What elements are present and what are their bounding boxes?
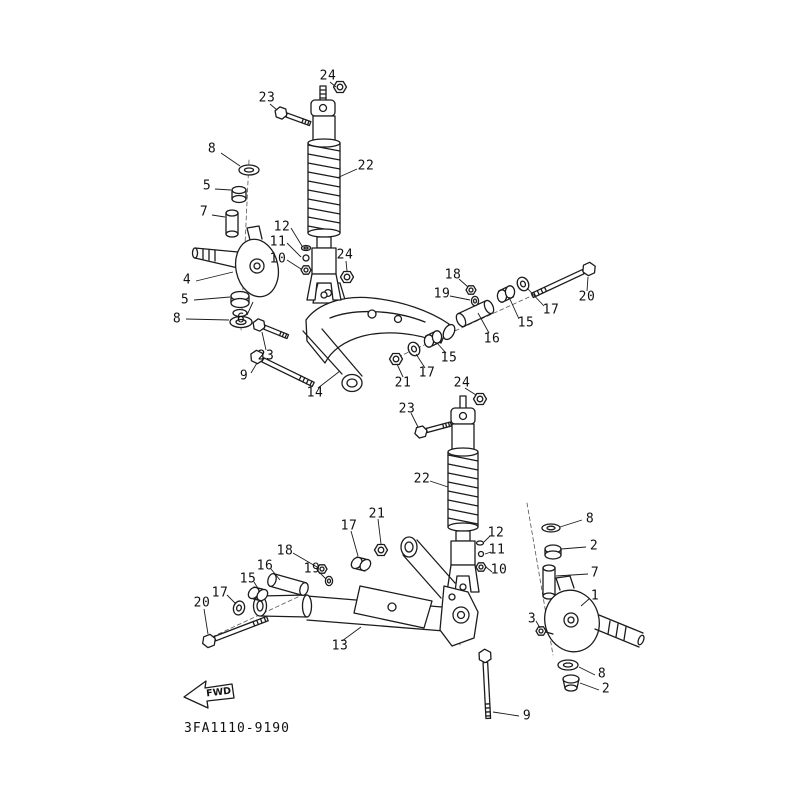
lower-shock-assembly	[412, 392, 488, 646]
leader-lines	[185, 81, 600, 717]
part-code-text: 3FA1110-9190	[184, 721, 290, 736]
fwd-arrow	[183, 680, 235, 709]
upper-shock-assembly	[272, 80, 355, 301]
lower-arm-assembly	[199, 536, 495, 720]
right-steering-knuckle	[526, 502, 645, 692]
fwd-label: FWD	[206, 686, 232, 700]
left-steering-knuckle	[191, 159, 317, 391]
